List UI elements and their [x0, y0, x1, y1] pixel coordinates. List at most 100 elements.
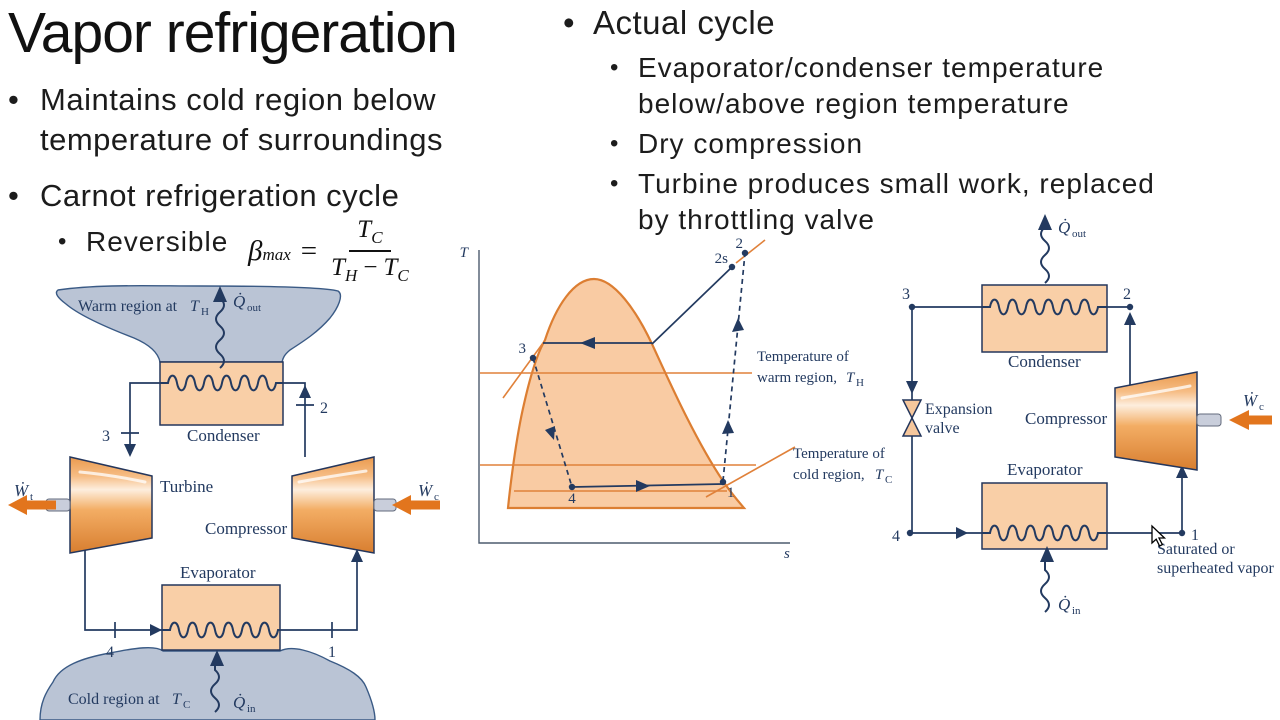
expansion-valve: [901, 399, 923, 437]
carnot-cycle-diagram: Warm region at T H Q̇ out Condenser Turb…: [8, 284, 440, 720]
bullet-glyph: •: [610, 130, 620, 157]
arrowhead: [1038, 214, 1052, 230]
note-saturated-2: superheated vapor: [1157, 560, 1275, 577]
bullet-glyph: •: [610, 170, 620, 197]
condenser-coil: [982, 298, 1107, 316]
bullet-line: Turbine produces small work, replaced: [638, 168, 1155, 199]
qout-wavy-arrow: [1040, 224, 1050, 284]
qout-label: Q̇: [1058, 218, 1070, 237]
bullet-line: Reversible: [86, 226, 229, 257]
qout-label: Q̇: [233, 292, 245, 311]
warm-region-label: Warm region at: [78, 298, 178, 315]
bullet-maintains: • Maintains cold region below temperatur…: [8, 80, 588, 160]
wt-label-sub: t: [30, 491, 33, 503]
warm-region-T: T: [190, 298, 200, 315]
mouse-cursor: [1151, 524, 1167, 547]
bullet-glyph: •: [8, 82, 20, 117]
turbine-label: Turbine: [160, 477, 213, 496]
evaporator-label: Evaporator: [1007, 460, 1083, 479]
state-1: 1: [1191, 527, 1199, 544]
warm-temp-label-2: warm region,: [757, 370, 837, 386]
point-2s: [728, 263, 736, 271]
condenser-box: [159, 361, 284, 426]
arrowhead: [150, 624, 162, 636]
bullet-line: below/above region temperature: [638, 88, 1070, 119]
wt-label: Ẇ: [14, 481, 30, 500]
bullet-glyph: •: [610, 54, 620, 81]
warm-temp-T-sub: H: [856, 377, 864, 389]
bullet-glyph: •: [58, 228, 68, 255]
compressor-shaft: [1196, 413, 1222, 427]
t-axis-label: T: [460, 245, 470, 261]
state-2: 2: [1123, 286, 1131, 303]
arrowhead: [580, 337, 595, 349]
arrowhead: [906, 381, 918, 394]
evaporator-coil: [162, 621, 280, 639]
point-4: [906, 529, 914, 537]
compressor-label: Compressor: [205, 519, 288, 538]
pipe-3: [129, 382, 168, 455]
condenser-label: Condenser: [1008, 352, 1081, 371]
qin-wavy-arrow: [210, 666, 220, 713]
wt-arrowhead: [8, 495, 27, 515]
cold-temp-label-2: cold region,: [793, 467, 865, 483]
bullet-line: Dry compression: [638, 128, 864, 159]
compressor-highlight: [1120, 384, 1192, 400]
arrowhead: [956, 527, 968, 539]
point-1: [1178, 529, 1186, 537]
pressure-line-2: [735, 239, 766, 264]
actual-cycle-diagram: Q̇ out Condenser Compressor Evaporator E…: [892, 214, 1275, 617]
slide-title: Vapor refrigeration: [8, 1, 458, 65]
valve-upper-triangle: [901, 399, 923, 420]
cold-region-blob: [39, 646, 376, 720]
condenser-label: Condenser: [187, 426, 260, 445]
bullet-line: Carnot refrigeration cycle: [40, 178, 400, 213]
qin-wavy-arrow: [1040, 562, 1050, 613]
point-3: [908, 303, 916, 311]
vapor-dome: [506, 277, 747, 510]
cold-temp-T-sub: C: [885, 474, 892, 486]
point-4: [568, 483, 576, 491]
wc-label: Ẇ: [1243, 391, 1259, 410]
warm-region-blob: [55, 284, 342, 363]
formula-numerator: TC: [349, 216, 391, 252]
ts-state-1: 1: [727, 485, 735, 501]
bullet-reversible: • Reversible: [58, 224, 228, 260]
ts-state-4: 4: [568, 491, 576, 507]
arrowhead: [1124, 312, 1136, 325]
warm-temp-label-1: Temperature of: [757, 349, 849, 365]
arrowhead: [636, 480, 650, 492]
point-3: [529, 354, 537, 362]
wc-label-sub: c: [434, 491, 439, 503]
ts-state-3: 3: [519, 341, 527, 357]
ts-state-2s: 2s: [715, 251, 729, 267]
arrowhead: [1040, 546, 1054, 562]
pipe-2: [276, 382, 306, 457]
formula-beta: β: [248, 234, 263, 267]
qout-label-sub: out: [1072, 228, 1086, 240]
state-1: 1: [328, 644, 336, 661]
arrowhead: [299, 385, 311, 398]
formula-denominator: TH−TC: [331, 254, 409, 285]
arrowhead: [213, 286, 227, 302]
evaporator-box: [981, 482, 1108, 550]
warm-temp-T: T: [846, 370, 856, 386]
cold-region-label: Cold region at: [68, 691, 160, 708]
s-axis-label: s: [784, 546, 790, 562]
bullet-glyph: •: [563, 4, 576, 41]
valve-label-1: Expansion: [925, 401, 993, 418]
bullet-line: Actual cycle: [593, 4, 776, 41]
pressure-line-3: [502, 342, 544, 399]
cold-region-T-sub: C: [183, 699, 190, 711]
formula-equals: =: [300, 234, 318, 267]
point-2: [741, 249, 749, 257]
bullet-line: temperature of surroundings: [40, 122, 443, 157]
qin-label: Q̇: [1058, 595, 1070, 614]
bullet-line: by throttling valve: [638, 204, 875, 235]
compressor-highlight: [297, 469, 368, 484]
arrowhead: [1176, 465, 1188, 478]
point-1: [719, 478, 727, 486]
arrowhead: [351, 549, 363, 562]
